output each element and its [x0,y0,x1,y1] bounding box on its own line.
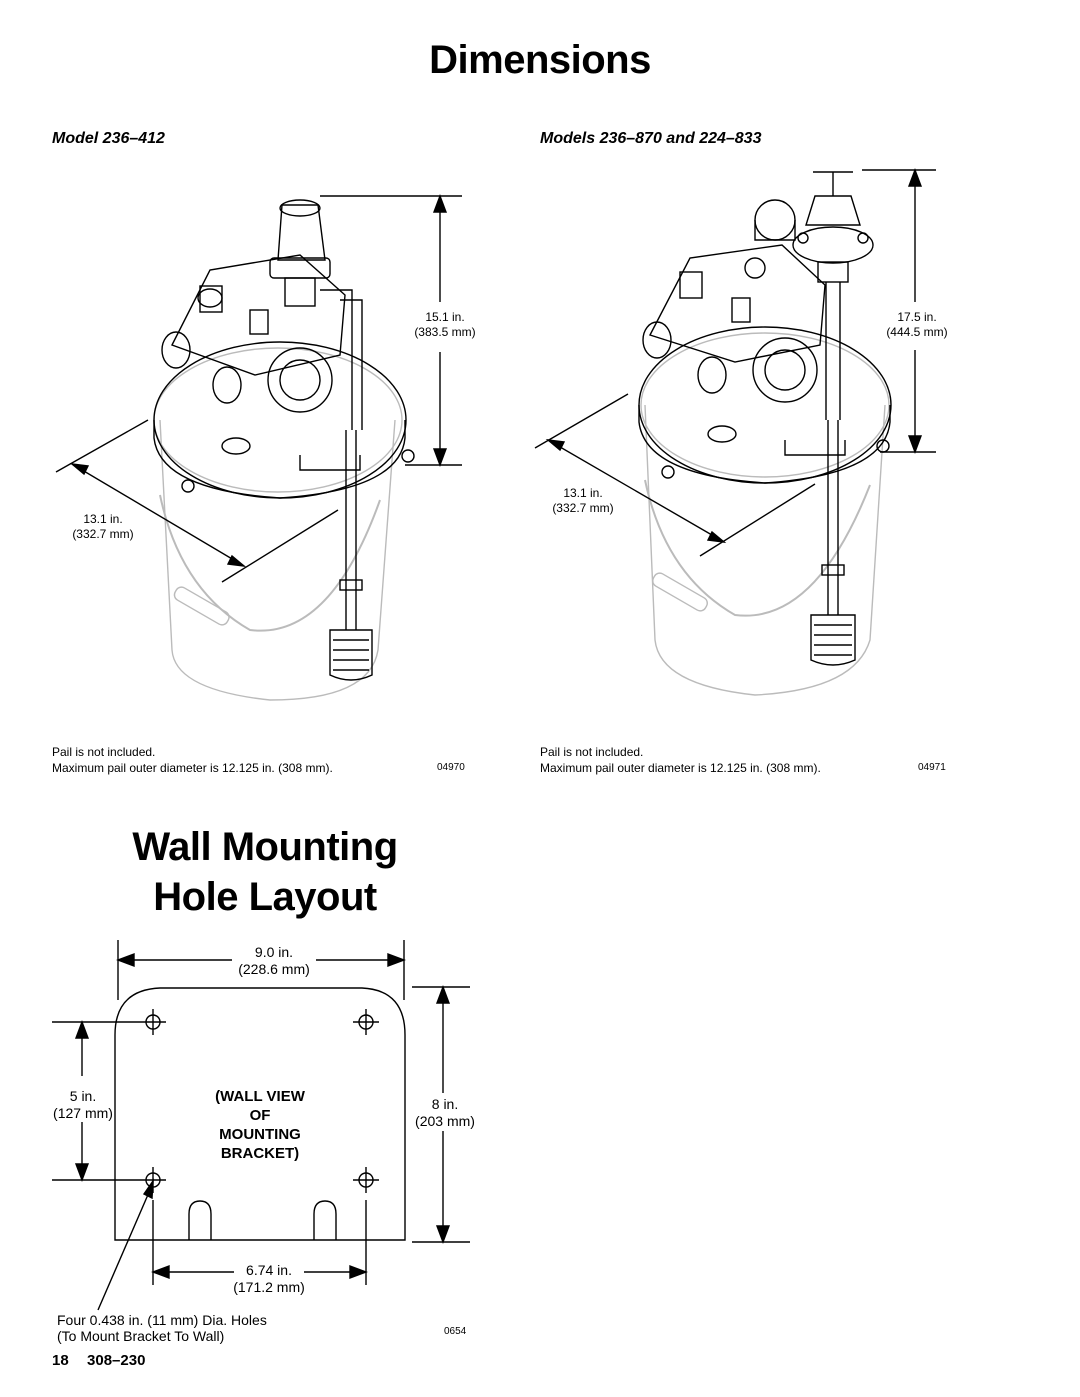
bracket-figure-number: 0654 [444,1326,467,1337]
left-figure-number: 04970 [437,762,465,773]
right-figure-note: Pail is not included. Maximum pail outer… [540,745,821,775]
left-height-label: 15.1 in. (383.5 mm) [414,310,476,339]
left-width-label: 13.1 in. (332.7 mm) [72,512,134,541]
bracket-bottom-dimension [151,1200,368,1285]
bracket-top-dimension [116,940,406,1000]
left-figure-heading: Model 236–412 [52,130,165,147]
hole-note: Four 0.438 in. (11 mm) Dia. Holes (To Mo… [57,1312,267,1344]
right-pail-illustration [638,171,892,696]
right-height-dimension [862,168,936,454]
left-figure-note: Pail is not included. Maximum pail outer… [52,745,333,775]
page-number: 18 [52,1352,69,1369]
hole-leader-arrow [97,1178,154,1311]
bracket-top-label: 9.0 in. (228.6 mm) [238,944,310,977]
right-width-label: 13.1 in. (332.7 mm) [552,486,614,515]
document-number: 308–230 [87,1352,146,1369]
bracket-right-label: 8 in. (203 mm) [415,1096,475,1129]
bracket-hole-bottom-right [353,1167,379,1193]
left-pail-illustration [153,199,415,701]
bracket-right-dimension [412,985,470,1244]
bracket-hole-top-right [353,1009,379,1035]
bracket-hole-top-left [140,1009,166,1035]
section-title: Wall Mounting Hole Layout [132,825,398,919]
right-height-label: 17.5 in. (444.5 mm) [886,310,948,339]
left-width-dimension [55,419,339,583]
bracket-center-label: (WALL VIEW OF MOUNTING BRACKET) [215,1088,305,1162]
right-width-dimension [534,393,816,557]
bracket-left-dimension [52,1020,140,1182]
page-footer: 18 308–230 [52,1352,145,1369]
bracket-bottom-label: 6.74 in. (171.2 mm) [233,1262,305,1295]
page-title: Dimensions [429,38,651,82]
right-figure-number: 04971 [918,762,946,773]
right-figure-heading: Models 236–870 and 224–833 [540,130,762,147]
left-height-dimension [320,194,462,467]
bracket-left-label: 5 in. (127 mm) [53,1088,113,1121]
